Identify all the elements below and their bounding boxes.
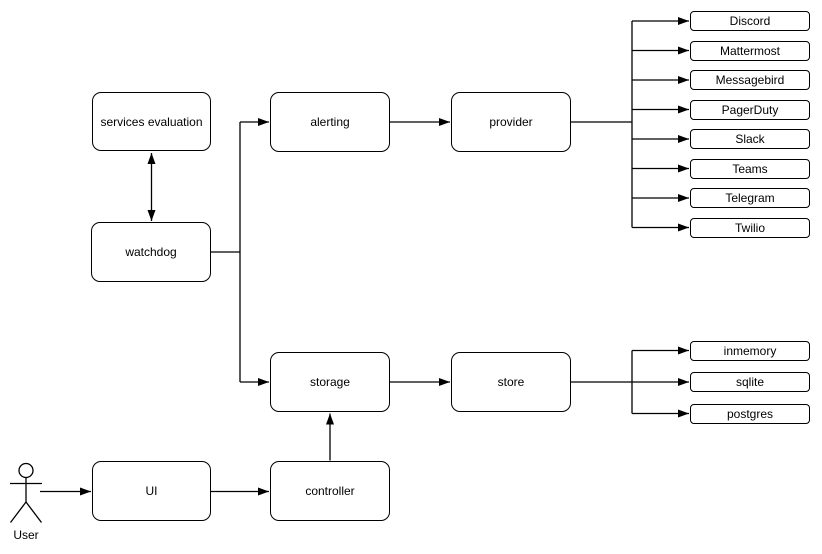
store-item-sqlite[interactable]: sqlite [690, 372, 810, 392]
store-item-postgres[interactable]: postgres [690, 403, 810, 424]
provider-item-pagerduty[interactable]: PagerDuty [690, 99, 810, 120]
edge-store-fanout-spine [571, 350, 633, 414]
node-alerting[interactable]: alerting [270, 92, 390, 152]
actor-leg-left [9, 501, 27, 523]
node-ui-label: UI [145, 484, 158, 498]
provider-item-messagebird-label: Messagebird [715, 73, 785, 87]
provider-item-teams-label: Teams [732, 161, 768, 176]
node-controller-label: controller [305, 484, 355, 498]
provider-item-twilio-label: Twilio [734, 220, 765, 235]
provider-item-telegram[interactable]: Telegram [690, 188, 810, 208]
provider-item-telegram-label: Telegram [725, 191, 775, 205]
provider-item-pagerduty-label: PagerDuty [721, 102, 779, 117]
user-actor[interactable] [8, 459, 44, 525]
store-item-sqlite-label: sqlite [735, 375, 764, 389]
user-actor-label: User [13, 528, 39, 542]
provider-item-mattermost[interactable]: Mattermost [690, 40, 810, 61]
node-controller[interactable]: controller [270, 461, 390, 521]
provider-item-messagebird[interactable]: Messagebird [690, 70, 810, 90]
node-services-evaluation-label: services evaluation [100, 114, 203, 129]
node-watchdog-label: watchdog [125, 245, 177, 259]
node-store-label: store [497, 375, 525, 389]
store-item-inmemory[interactable]: inmemory [690, 340, 810, 361]
edge-provider-fanout-spine [571, 21, 633, 228]
node-storage-label: storage [309, 375, 351, 389]
provider-item-slack-label: Slack [735, 132, 765, 146]
provider-item-slack[interactable]: Slack [690, 129, 810, 149]
node-provider-label: provider [489, 115, 533, 129]
node-store[interactable]: store [451, 352, 571, 412]
provider-item-discord-label: Discord [729, 14, 771, 28]
node-ui[interactable]: UI [92, 461, 211, 521]
node-storage[interactable]: storage [270, 352, 390, 412]
actor-head [18, 462, 34, 479]
provider-item-mattermost-label: Mattermost [719, 43, 780, 58]
store-item-inmemory-label: inmemory [723, 343, 777, 358]
node-provider[interactable]: provider [451, 92, 571, 152]
provider-item-twilio[interactable]: Twilio [690, 217, 810, 238]
actor-leg-right [25, 501, 43, 523]
provider-item-teams[interactable]: Teams [690, 158, 810, 179]
store-item-postgres-label: postgres [726, 406, 774, 421]
edge-watchdog-branch [211, 122, 241, 382]
node-watchdog[interactable]: watchdog [91, 222, 211, 282]
node-services-evaluation[interactable]: services evaluation [92, 92, 211, 151]
provider-item-discord[interactable]: Discord [690, 11, 810, 31]
node-alerting-label: alerting [310, 115, 350, 129]
